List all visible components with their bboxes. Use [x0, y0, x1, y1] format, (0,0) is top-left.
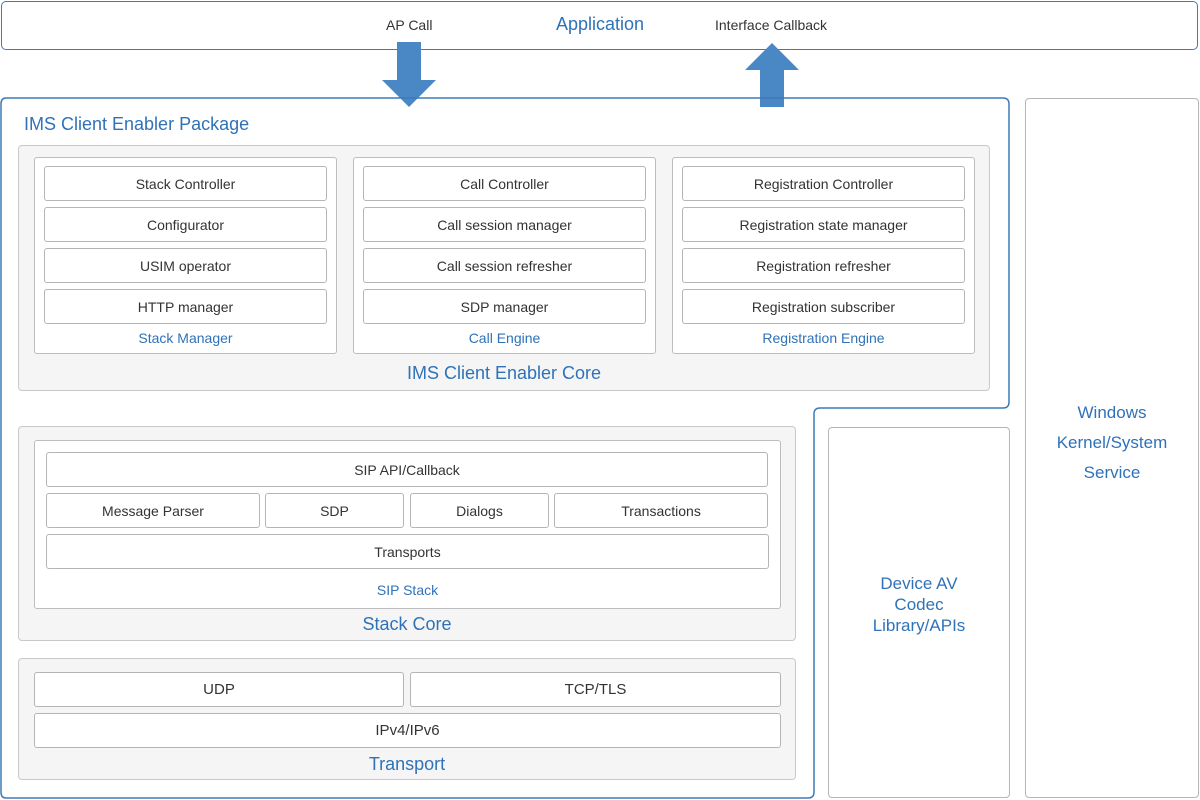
transactions-box: Transactions: [554, 493, 768, 528]
stack-manager-label: Stack Manager: [138, 330, 233, 346]
udp-box: UDP: [34, 672, 404, 707]
core-title: IMS Client Enabler Core: [406, 363, 602, 383]
registration-controller-box: Registration Controller: [682, 166, 965, 201]
http-manager-box: HTTP manager: [44, 289, 327, 324]
windows-line-1: Windows: [1077, 403, 1147, 422]
registration-state-manager-box: Registration state manager: [682, 207, 965, 242]
message-parser-box: Message Parser: [46, 493, 260, 528]
registration-refresher-box: Registration refresher: [682, 248, 965, 283]
sip-api-callback-box: SIP API/Callback: [46, 452, 768, 487]
call-engine-label: Call Engine: [468, 330, 541, 346]
application-bar: [1, 1, 1198, 50]
usim-operator-box: USIM operator: [44, 248, 327, 283]
stack-controller-box: Stack Controller: [44, 166, 327, 201]
application-title: Application: [556, 14, 645, 34]
call-session-manager-box: Call session manager: [363, 207, 646, 242]
windows-line-3: Service: [1083, 463, 1141, 482]
dialogs-box: Dialogs: [410, 493, 549, 528]
device-av-box: [828, 427, 1010, 798]
down-arrow-icon: [382, 42, 436, 107]
device-av-line-1: Device AV: [880, 574, 958, 593]
call-controller-box: Call Controller: [363, 166, 646, 201]
device-av-label: Device AV Codec Library/APIs: [828, 573, 1010, 636]
stack-core-title: Stack Core: [362, 614, 452, 634]
up-arrow-icon: [745, 43, 799, 107]
windows-box: [1025, 98, 1199, 798]
registration-engine-label: Registration Engine: [762, 330, 885, 346]
sdp-manager-box: SDP manager: [363, 289, 646, 324]
transport-title: Transport: [368, 754, 446, 774]
registration-subscriber-box: Registration subscriber: [682, 289, 965, 324]
ipv4-ipv6-box: IPv4/IPv6: [34, 713, 781, 748]
package-title: IMS Client Enabler Package: [24, 114, 250, 134]
device-av-line-2: Codec: [894, 595, 944, 614]
call-session-refresher-box: Call session refresher: [363, 248, 646, 283]
device-av-line-3: Library/APIs: [872, 616, 966, 635]
tcp-tls-box: TCP/TLS: [410, 672, 781, 707]
windows-label: Windows Kernel/System Service: [1025, 398, 1199, 488]
transports-box: Transports: [46, 534, 769, 569]
sdp-box: SDP: [265, 493, 404, 528]
windows-line-2: Kernel/System: [1056, 433, 1168, 452]
ap-call-label: AP Call: [386, 17, 433, 33]
sip-stack-label: SIP Stack: [376, 582, 439, 598]
configurator-box: Configurator: [44, 207, 327, 242]
interface-callback-label: Interface Callback: [715, 17, 828, 33]
